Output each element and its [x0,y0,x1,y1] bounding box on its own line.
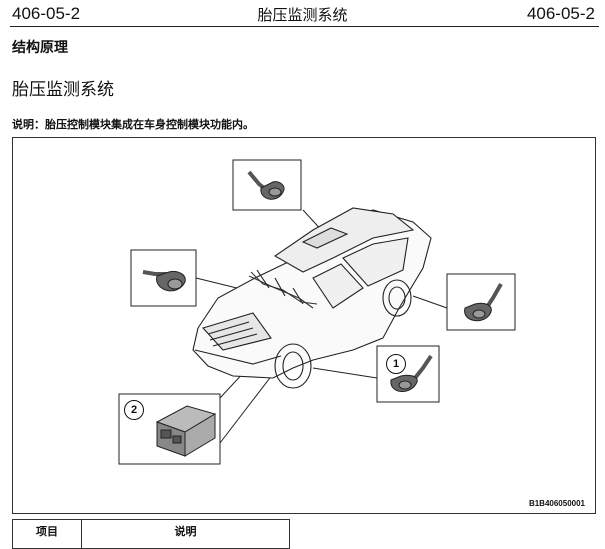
page-number-right: 406-05-2 [527,4,595,24]
tire-pressure-sensor-icon [143,271,185,290]
leader-line [413,296,447,308]
diagram-illustration [13,138,597,515]
callout-2: 2 [124,400,144,420]
section-heading: 结构原理 [12,37,68,57]
sensor-inset-callout-1 [377,346,439,402]
leader-line [313,368,377,378]
body-control-module-icon [157,406,215,456]
system-diagram: 1 2 B1B406050001 [12,137,596,514]
tire-pressure-sensor-icon [465,284,501,321]
page-header: 406-05-2 胎压监测系统 406-05-2 [0,0,605,26]
note-text: 说明：胎压控制模块集成在车身控制模块功能内。 [12,116,254,132]
tire-pressure-sensor-icon [249,172,284,199]
sensor-inset-right [447,274,515,330]
figure-code: B1B406050001 [529,499,585,508]
header-divider [10,26,599,27]
table-header-description: 说明 [82,520,290,549]
legend-table: 项目 说明 [12,519,290,549]
table-header-row: 项目 说明 [13,520,290,549]
table-header-item: 项目 [13,520,82,549]
callout-1: 1 [386,354,406,374]
chapter-title: 胎压监测系统 [0,4,605,25]
page-title: 胎压监测系统 [12,75,114,100]
